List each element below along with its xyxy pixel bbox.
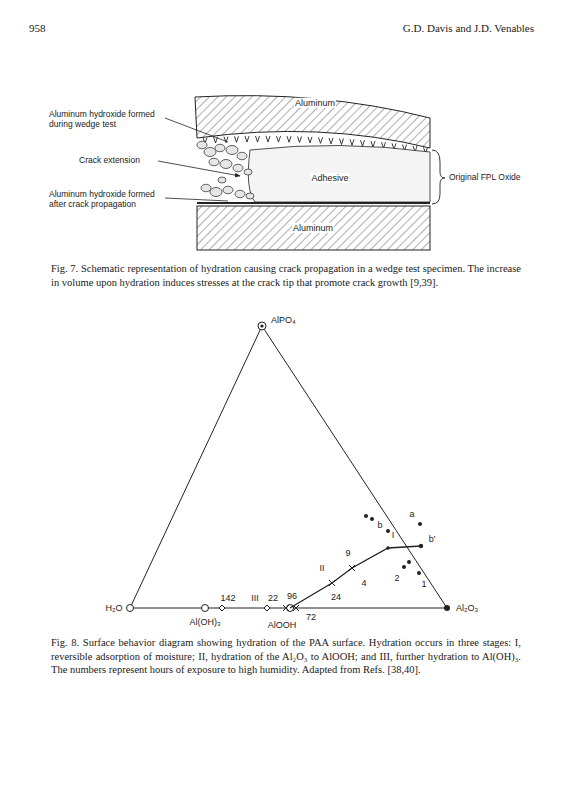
data-marker bbox=[264, 605, 270, 611]
callout-label: Crack extension bbox=[78, 156, 141, 166]
oxide-layer bbox=[197, 202, 430, 204]
part-label: Aluminum bbox=[294, 98, 336, 108]
phase-marker bbox=[202, 605, 209, 612]
hydroxide-blobs bbox=[197, 141, 254, 199]
callout-label: Original FPL Oxide bbox=[448, 173, 522, 183]
bracket bbox=[432, 150, 445, 204]
point-label: 142 bbox=[219, 593, 236, 603]
leader-arrow bbox=[158, 161, 240, 176]
point-label: 22 bbox=[267, 593, 279, 603]
callout-label: Aluminum hydroxide formed during wedge t… bbox=[48, 110, 162, 130]
data-marker bbox=[329, 565, 355, 586]
point-label: Al₂O₃ bbox=[455, 603, 479, 613]
data-points bbox=[364, 514, 423, 575]
top-plate bbox=[195, 96, 430, 148]
hydration-path bbox=[290, 546, 421, 608]
point-label: Al(OH)₃ bbox=[188, 617, 221, 627]
point-label: 1 bbox=[420, 579, 427, 589]
part-label: Aluminum bbox=[292, 223, 334, 233]
vertex-marker bbox=[444, 605, 450, 611]
point-label: b bbox=[376, 520, 383, 530]
figure-caption: Fig. 8. Surface behavior diagram showing… bbox=[50, 636, 522, 677]
adhesive-layer bbox=[248, 145, 430, 202]
point-label: H₂O bbox=[105, 603, 124, 613]
point-label: 24 bbox=[330, 592, 342, 602]
point-label: 4 bbox=[360, 578, 367, 588]
running-header: G.D. Davis and J.D. Venables bbox=[402, 22, 535, 35]
leader-line bbox=[165, 198, 228, 201]
vertex-marker bbox=[127, 605, 134, 612]
phase-triangle bbox=[130, 326, 447, 608]
point-label: 9 bbox=[344, 548, 351, 558]
point-label: 96 bbox=[286, 591, 298, 601]
point-label: I bbox=[391, 530, 396, 540]
point-label: II bbox=[318, 563, 325, 573]
vertex-marker bbox=[260, 324, 263, 327]
point-label: III bbox=[250, 593, 260, 603]
part-label: Adhesive bbox=[310, 173, 349, 183]
point-label: 2 bbox=[393, 573, 400, 583]
point-label: b' bbox=[428, 534, 437, 544]
data-marker bbox=[219, 605, 225, 611]
point-label: AlPO₄ bbox=[270, 315, 297, 325]
bottom-plate bbox=[197, 206, 430, 250]
leader-line bbox=[165, 118, 228, 142]
point-label: 72 bbox=[305, 612, 317, 622]
point-label: AlOOH bbox=[267, 620, 298, 630]
figure-caption: Fig. 7. Schematic representation of hydr… bbox=[50, 262, 522, 289]
point-label: a bbox=[408, 509, 415, 519]
callout-label: Aluminum hydroxide formed after crack pr… bbox=[48, 190, 162, 210]
page-number: 958 bbox=[28, 22, 47, 35]
vertex-marker bbox=[258, 322, 266, 330]
